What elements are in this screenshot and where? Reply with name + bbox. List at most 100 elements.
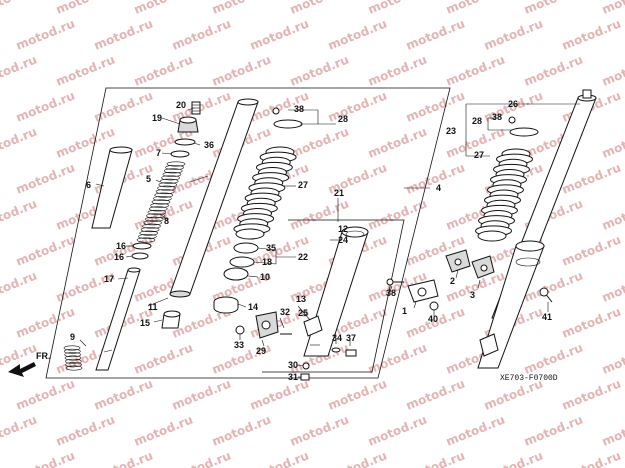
washer-part-7 [170, 150, 190, 158]
watermark-text: motod.ru [600, 340, 625, 376]
spring-coil [64, 352, 81, 358]
spring-coil [158, 182, 178, 188]
callout-29: 29 [256, 346, 266, 356]
callout-26: 26 [508, 99, 518, 109]
tube-part-6 [91, 146, 133, 229]
bolt-part-31 [300, 373, 310, 381]
callout-5: 5 [146, 174, 151, 184]
watermark-text: motod.ru [248, 16, 311, 52]
callout-22: 22 [298, 252, 308, 262]
callout-13: 13 [296, 294, 306, 304]
o-ring-part-36 [174, 138, 196, 146]
watermark-text: motod.ru [522, 412, 585, 448]
seal-part-35 [233, 242, 259, 254]
callout-1: 1 [402, 306, 407, 316]
watermark-text: motod.ru [210, 52, 273, 88]
watermark-text: motod.ru [366, 412, 429, 448]
watermark-text: motod.ru [366, 196, 429, 232]
callout-38: 38 [386, 288, 396, 298]
watermark-text: motod.ru [288, 124, 351, 160]
spring-coil [153, 196, 172, 202]
callout-2: 2 [450, 276, 455, 286]
boot-fold [235, 228, 265, 240]
watermark-text: motod.ru [600, 268, 625, 304]
callout-20: 20 [176, 100, 186, 110]
screw-part-37 [345, 349, 357, 357]
watermark-text: motod.ru [0, 52, 39, 88]
spring-coil [147, 209, 167, 215]
callout-7: 7 [156, 148, 161, 158]
assembly-outline-4 [45, 87, 451, 379]
spring-coil [157, 185, 176, 191]
inner-tube-part-11 [169, 98, 259, 298]
watermark-text: motod.ru [366, 124, 429, 160]
watermark-text: motod.ru [404, 16, 467, 52]
callout-41: 41 [542, 312, 552, 322]
watermark-text: motod.ru [522, 0, 585, 17]
watermark-text: motod.ru [404, 448, 467, 468]
axle-holder-part-29 [255, 311, 279, 339]
watermark-text: motod.ru [326, 448, 389, 468]
callout-21: 21 [334, 188, 344, 198]
washer-part-34 [331, 347, 341, 353]
watermark-text: motod.ru [92, 376, 155, 412]
rebound-spring-part-9 [63, 345, 83, 371]
nut-part-40 [429, 301, 439, 311]
watermark-text: motod.ru [0, 412, 39, 448]
cap-bolt-part-20 [191, 101, 201, 115]
spring-coil [159, 178, 179, 184]
watermark-text: motod.ru [92, 88, 155, 124]
callout-31: 31 [288, 372, 298, 382]
outer-slider-part-13 [303, 226, 369, 357]
callout-12: 12 [338, 224, 348, 234]
watermark-text: motod.ru [560, 304, 623, 340]
leader-lines [79, 103, 580, 378]
watermark-text: motod.ru [210, 0, 273, 17]
spring-coil [143, 220, 163, 226]
watermark-text: motod.ru [288, 52, 351, 88]
watermark-text: motod.ru [326, 376, 389, 412]
watermark-text: motod.ru [522, 52, 585, 88]
spring-coil [139, 230, 159, 236]
callout-16: 16 [116, 241, 126, 251]
callout-15: 15 [140, 318, 150, 328]
watermark-text: motod.ru [600, 52, 625, 88]
watermark-text: motod.ru [0, 124, 39, 160]
piston-rod-part-17 [95, 267, 141, 371]
callout-14: 14 [248, 302, 258, 312]
spacer-part-16b [131, 252, 149, 260]
callout-38: 38 [294, 104, 304, 114]
spring-coil [64, 355, 82, 361]
watermark-text: motod.ru [600, 412, 625, 448]
watermark-text: motod.ru [482, 16, 545, 52]
spring-coil [138, 234, 157, 240]
watermark-text: motod.ru [444, 0, 507, 17]
callout-16: 16 [114, 252, 124, 262]
diagram-code: XE703-F0700D [500, 374, 558, 383]
callout-38: 38 [492, 112, 502, 122]
callout-27: 27 [474, 150, 484, 160]
spring-coil [142, 223, 161, 229]
watermark-text: motod.ru [170, 376, 233, 412]
callout-3: 3 [470, 290, 475, 300]
watermark-text: motod.ru [366, 0, 429, 17]
watermark-text: motod.ru [326, 16, 389, 52]
watermark-text: motod.ru [560, 448, 623, 468]
watermark-text: motod.ru [600, 0, 625, 17]
watermark-text: motod.ru [560, 376, 623, 412]
watermark-text: motod.ru [444, 52, 507, 88]
dust-boot-part-27-right [475, 148, 533, 242]
front-direction-arrow-icon [8, 362, 36, 377]
spring-coil [144, 216, 164, 222]
spring-part-5 [136, 161, 186, 243]
fork-assembly-part-26 [477, 89, 597, 369]
watermark-text: motod.ru [14, 232, 77, 268]
washer-part-30 [302, 362, 310, 370]
watermark-text: motod.ru [170, 448, 233, 468]
spring-coil [63, 345, 81, 351]
callout-4: 4 [436, 183, 441, 193]
callout-23: 23 [446, 126, 456, 136]
watermark-text: motod.ru [522, 340, 585, 376]
callout-8: 8 [164, 216, 169, 226]
spring-coil [148, 206, 168, 212]
